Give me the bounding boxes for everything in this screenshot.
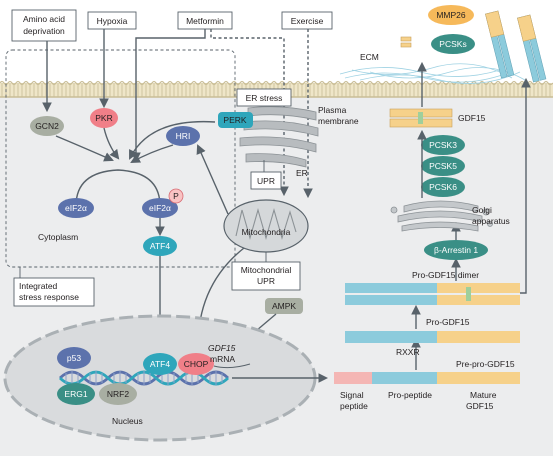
atf4-nucleus-node: ATF4 (143, 353, 177, 375)
ecm-pro-gdf15 (485, 10, 547, 83)
pcsk5-node: PCSK5 (421, 156, 465, 176)
er-label: ER (296, 168, 308, 178)
erg1-node: ERG1 (57, 383, 95, 405)
er-stress-box: ER stress (236, 88, 292, 107)
kinase-arrows (55, 120, 216, 164)
svg-text:Metformin: Metformin (186, 16, 224, 26)
mito-upr-box: Mitochondrial UPR (231, 261, 301, 291)
perk-node: PERK (218, 112, 253, 128)
svg-text:P: P (173, 191, 179, 201)
bypass-arrow (520, 77, 531, 294)
signal-peptide-label-2: peptide (340, 401, 368, 411)
ecm-fibres (339, 63, 526, 84)
gcn2-node: GCN2 (30, 116, 64, 136)
pcsk3-node: PCSK3 (421, 135, 465, 155)
phospho-node: P (168, 188, 184, 204)
mito-to-hri-arrow (196, 144, 229, 215)
svg-text:UPR: UPR (257, 176, 275, 186)
eif2a-right-node: eIF2α (142, 198, 178, 218)
svg-text:Integrated: Integrated (19, 281, 58, 291)
gdf15-mrna-label-2: mRNA (210, 354, 235, 364)
golgi-label-2: apparatus (472, 216, 510, 226)
svg-text:Hypoxia: Hypoxia (97, 16, 128, 26)
beta-arrestin-node: β-Arrestin 1 (424, 240, 488, 260)
svg-text:Amino acid: Amino acid (23, 14, 65, 24)
exercise-box: Exercise (281, 11, 333, 30)
er-upr-box: UPR (250, 171, 282, 190)
pkr-node: PKR (90, 108, 118, 128)
svg-text:eIF2α: eIF2α (149, 203, 171, 213)
p53-node: p53 (57, 347, 91, 369)
pro-gdf15-label: Pro-GDF15 (426, 317, 470, 327)
plasma-membrane-label-1: Plasma (318, 105, 347, 115)
pcsks-node: PCSKs (431, 34, 475, 54)
svg-text:β-Arrestin 1: β-Arrestin 1 (434, 245, 478, 255)
amino-acid-box: Amino acid deprivation (11, 9, 77, 42)
metformin-box: Metformin (177, 11, 233, 30)
svg-text:PKR: PKR (95, 113, 112, 123)
svg-text:AMPK: AMPK (272, 301, 296, 311)
mature-gdf15-label-1: Mature (470, 390, 497, 400)
pcsk6-node: PCSK6 (421, 177, 465, 197)
phosphorylation-arc (75, 169, 165, 209)
rxxr-label: RXXR (396, 347, 420, 357)
mmp26-node: MMP26 (428, 5, 474, 25)
er-organelle (239, 106, 319, 168)
pro-gdf15-bar (345, 331, 520, 343)
gdf15-label: GDF15 (458, 113, 486, 123)
hri-node: HRI (166, 126, 200, 146)
svg-text:Mitochondrial: Mitochondrial (241, 265, 292, 275)
svg-text:PCSK3: PCSK3 (429, 140, 457, 150)
svg-text:Mitochondria: Mitochondria (242, 227, 291, 237)
svg-text:deprivation: deprivation (23, 26, 65, 36)
svg-text:Exercise: Exercise (291, 16, 324, 26)
dna-helix (59, 370, 229, 386)
svg-text:PCSK5: PCSK5 (429, 161, 457, 171)
eif2a-left-node: eIF2α (58, 198, 94, 218)
gdf15-mrna-label-1: GDF15 (208, 343, 236, 353)
pre-pro-label: Pre-pro-GDF15 (456, 359, 515, 369)
hypoxia-box: Hypoxia (87, 11, 137, 30)
svg-text:ATF4: ATF4 (150, 359, 170, 369)
mitochondria: Mitochondria (223, 199, 309, 253)
svg-text:ER stress: ER stress (246, 93, 283, 103)
mature-gdf15-label-2: GDF15 (466, 401, 494, 411)
mrna-strand (213, 363, 251, 369)
ampk-node: AMPK (265, 298, 303, 314)
ecm-label: ECM (360, 52, 379, 62)
nucleus-label: Nucleus (112, 416, 143, 426)
propeptide-label: Pro-peptide (388, 390, 432, 400)
golgi-apparatus (390, 200, 493, 232)
isr-label-box: Integrated stress response (13, 277, 95, 307)
secreted-gdf15 (400, 36, 412, 48)
svg-text:PCSK6: PCSK6 (429, 182, 457, 192)
svg-text:PERK: PERK (223, 115, 246, 125)
svg-text:NRF2: NRF2 (107, 389, 129, 399)
cytoplasm-label: Cytoplasm (38, 232, 78, 242)
svg-text:MMP26: MMP26 (436, 10, 466, 20)
atf4-cyto-node: ATF4 (143, 236, 177, 256)
svg-text:PCSKs: PCSKs (439, 39, 466, 49)
chop-node: CHOP (178, 353, 214, 375)
golgi-label-1: Golgi (472, 205, 492, 215)
svg-text:p53: p53 (67, 353, 81, 363)
svg-text:HRI: HRI (176, 131, 191, 141)
nrf2-node: NRF2 (99, 383, 137, 405)
plasma-membrane-label-2: membrane (318, 116, 359, 126)
svg-text:ERG1: ERG1 (64, 389, 87, 399)
pre-pro-gdf15-bar (334, 372, 520, 384)
svg-text:eIF2α: eIF2α (65, 203, 87, 213)
mature-gdf15-dimer (389, 108, 453, 128)
pro-gdf15-dimer (345, 283, 520, 305)
svg-text:stress response: stress response (19, 292, 79, 302)
svg-text:GCN2: GCN2 (35, 121, 59, 131)
dimer-label: Pro-GDF15 dimer (412, 270, 479, 280)
signal-peptide-label-1: Signal (340, 390, 364, 400)
svg-text:CHOP: CHOP (184, 359, 209, 369)
svg-text:ATF4: ATF4 (150, 241, 170, 251)
svg-text:UPR: UPR (257, 276, 275, 286)
